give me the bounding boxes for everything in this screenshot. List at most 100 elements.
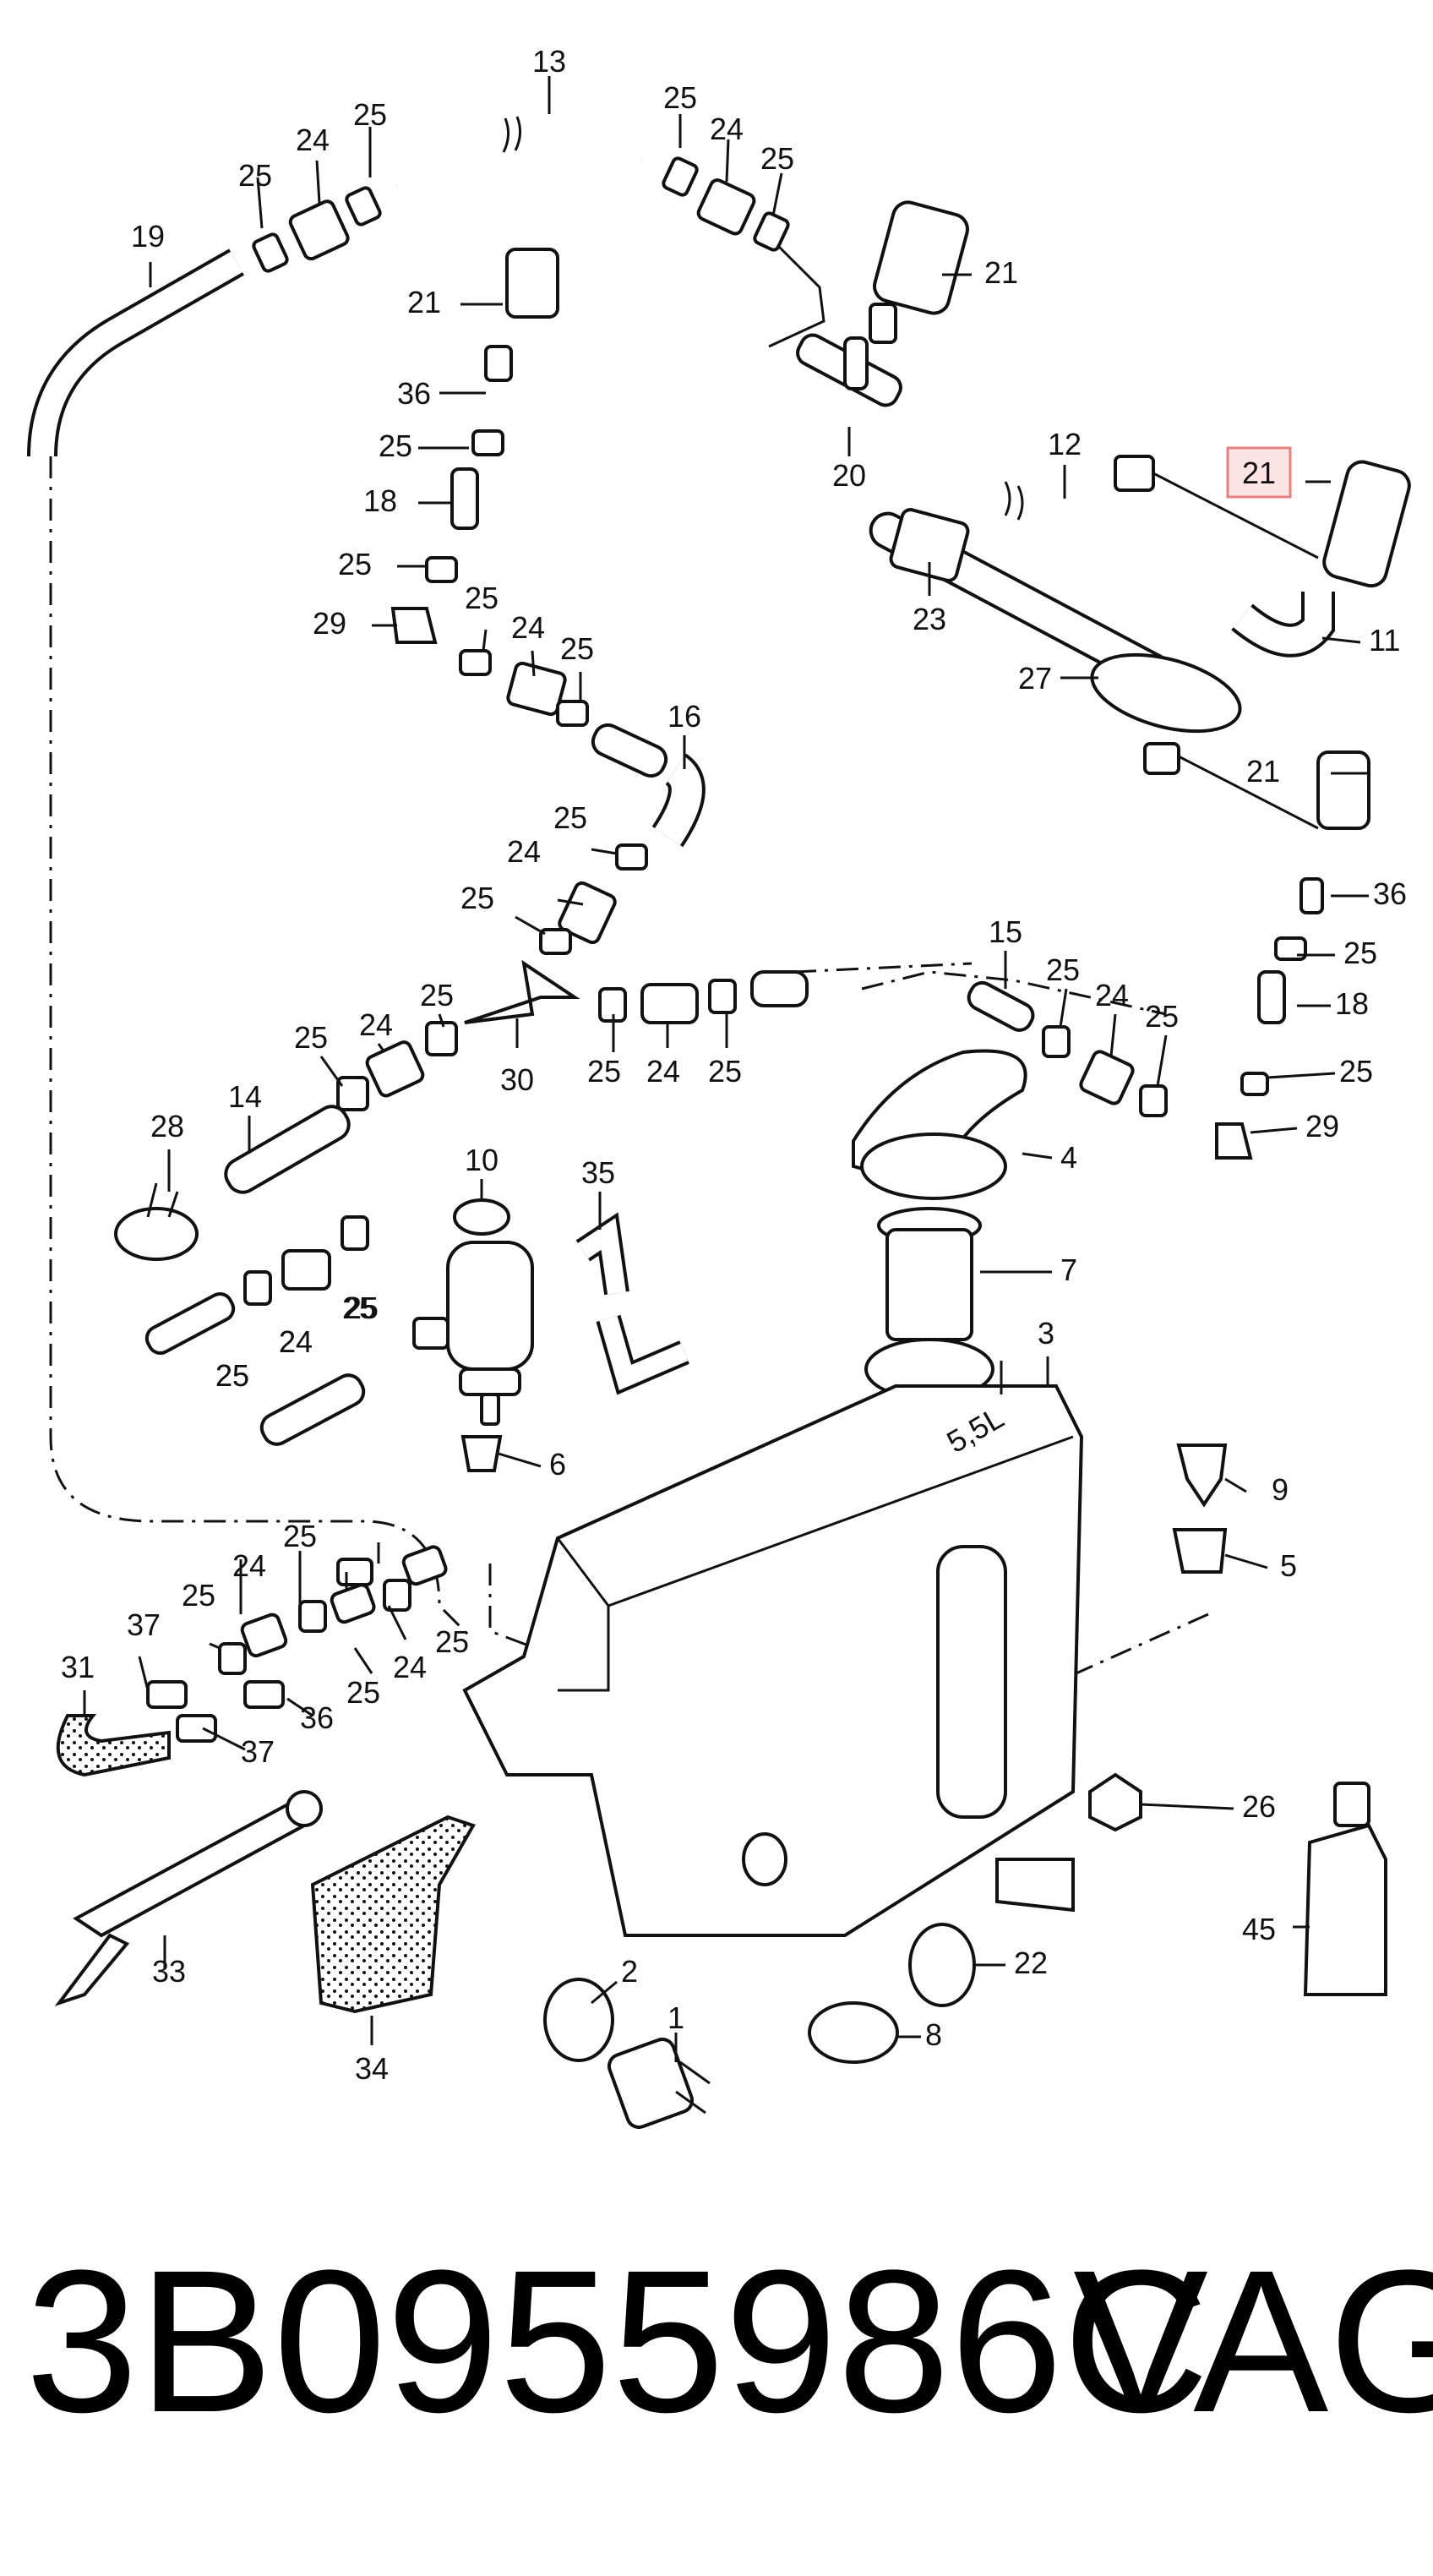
callout-28: 28 bbox=[150, 1109, 184, 1143]
callout-25: 25 bbox=[182, 1578, 215, 1613]
hose-14-branch bbox=[224, 1021, 458, 1194]
callout-23: 23 bbox=[913, 602, 946, 636]
callout-25: 25 bbox=[708, 1054, 742, 1089]
callout-25: 25 bbox=[587, 1054, 621, 1089]
callout-25: 25 bbox=[379, 428, 412, 463]
clip-23 bbox=[889, 508, 970, 582]
callout-36: 36 bbox=[397, 376, 431, 411]
callout-25: 25 bbox=[465, 581, 499, 615]
callout-24: 24 bbox=[296, 123, 330, 157]
callout-36: 36 bbox=[300, 1700, 334, 1735]
callout-14: 14 bbox=[228, 1079, 262, 1114]
foam-34 bbox=[310, 1815, 476, 2014]
callout-20: 20 bbox=[832, 458, 866, 493]
plug-9 bbox=[1176, 1444, 1228, 1508]
callout-24: 24 bbox=[279, 1324, 313, 1359]
bracket-33 bbox=[54, 1790, 323, 2006]
seal-2 bbox=[543, 1978, 614, 2062]
callout-25: 25 bbox=[346, 1675, 380, 1710]
callout-25: 25 bbox=[1339, 1054, 1373, 1089]
callout-25: 25 bbox=[1343, 936, 1377, 970]
callout-13: 13 bbox=[532, 44, 566, 79]
highlight-box bbox=[1226, 446, 1292, 499]
t-piece-20 bbox=[796, 333, 902, 407]
callout-1: 1 bbox=[667, 2000, 684, 2035]
callout-24: 24 bbox=[507, 834, 541, 869]
callout-10: 10 bbox=[465, 1143, 499, 1177]
connectors-top-left bbox=[252, 156, 790, 273]
tank-3 bbox=[462, 1338, 1084, 1937]
callout-25: 25 bbox=[345, 1291, 379, 1325]
callout-21: 21 bbox=[984, 255, 1018, 290]
part-number: 3B0955986C bbox=[25, 2228, 1210, 2454]
callout-24: 24 bbox=[511, 610, 545, 645]
callout-25: 25 bbox=[420, 978, 454, 1012]
nozzle-21-lower bbox=[1143, 742, 1370, 1160]
callout-21: 21 bbox=[1246, 754, 1280, 789]
fittings-37-36 bbox=[146, 1545, 448, 1743]
callout-27: 27 bbox=[1018, 661, 1052, 696]
callout-25: 25 bbox=[760, 141, 794, 176]
leader-center bbox=[793, 962, 973, 974]
callout-7: 7 bbox=[1060, 1253, 1077, 1287]
grommet-5 bbox=[1172, 1528, 1228, 1574]
strainer-7 bbox=[877, 1207, 982, 1341]
pump-10 bbox=[412, 1198, 534, 1426]
callout-25: 25 bbox=[1145, 999, 1179, 1034]
callout-22: 22 bbox=[1014, 1946, 1048, 1980]
callout-25: 25 bbox=[663, 80, 697, 115]
callout-26: 26 bbox=[1242, 1789, 1276, 1824]
callout-25: 25 bbox=[553, 800, 587, 835]
callout-25: 25 bbox=[215, 1358, 249, 1393]
bottle-45 bbox=[1303, 1782, 1387, 1996]
callout-24: 24 bbox=[279, 1324, 313, 1359]
hose-31 bbox=[56, 1714, 171, 1777]
callout-24: 24 bbox=[646, 1054, 680, 1089]
cover-27 bbox=[1090, 652, 1242, 734]
callout-25: 25 bbox=[435, 1624, 469, 1659]
callout-25: 25 bbox=[338, 547, 372, 581]
callout-labels: 13 25 24 25 25 24 25 19 21 21 36 25 18 2… bbox=[61, 44, 1407, 2086]
hose-20-path bbox=[768, 243, 825, 348]
callout-24: 24 bbox=[710, 112, 744, 146]
callout-25: 25 bbox=[238, 158, 272, 193]
callout-4: 4 bbox=[1060, 1140, 1077, 1175]
callout-25: 25 bbox=[560, 631, 594, 666]
hose-13-break bbox=[502, 116, 521, 153]
pump-hoses-left bbox=[144, 1215, 369, 1446]
callout-5: 5 bbox=[1280, 1548, 1297, 1583]
filler-neck-4 bbox=[852, 1049, 1027, 1200]
pump-1 bbox=[607, 2037, 711, 2130]
nozzle-21-top bbox=[869, 200, 969, 344]
callout-24: 24 bbox=[1095, 978, 1129, 1012]
callout-24: 24 bbox=[359, 1007, 393, 1042]
callout-29: 29 bbox=[313, 606, 346, 641]
callout-25: 25 bbox=[215, 1358, 249, 1393]
left-column-fittings bbox=[390, 248, 668, 778]
callout-15: 15 bbox=[989, 914, 1022, 949]
callout-25: 25 bbox=[1046, 952, 1080, 987]
callout-8: 8 bbox=[925, 2017, 942, 2052]
callout-19: 19 bbox=[131, 219, 165, 254]
callout-12: 12 bbox=[1048, 427, 1082, 461]
brand-label: VAG bbox=[1073, 2228, 1433, 2454]
callout-36: 36 bbox=[1373, 876, 1407, 911]
grommet-8 bbox=[808, 2001, 899, 2064]
callout-31: 31 bbox=[61, 1650, 95, 1684]
callout-11: 11 bbox=[1369, 623, 1400, 658]
callout-34: 34 bbox=[355, 2051, 389, 2086]
callout-30: 30 bbox=[500, 1062, 534, 1097]
callout-25: 25 bbox=[342, 1291, 376, 1325]
callout-24: 24 bbox=[232, 1548, 266, 1583]
callout-25: 25 bbox=[460, 881, 494, 915]
callout-21-highlighted: 21 bbox=[1242, 456, 1276, 490]
callout-37: 37 bbox=[127, 1607, 161, 1642]
callout-45: 45 bbox=[1242, 1912, 1276, 1946]
callout-29: 29 bbox=[1305, 1109, 1339, 1143]
leader-left bbox=[49, 456, 475, 1641]
callout-leaders bbox=[83, 76, 1369, 2062]
callout-2: 2 bbox=[621, 1954, 638, 1989]
callout-6: 6 bbox=[549, 1447, 566, 1482]
